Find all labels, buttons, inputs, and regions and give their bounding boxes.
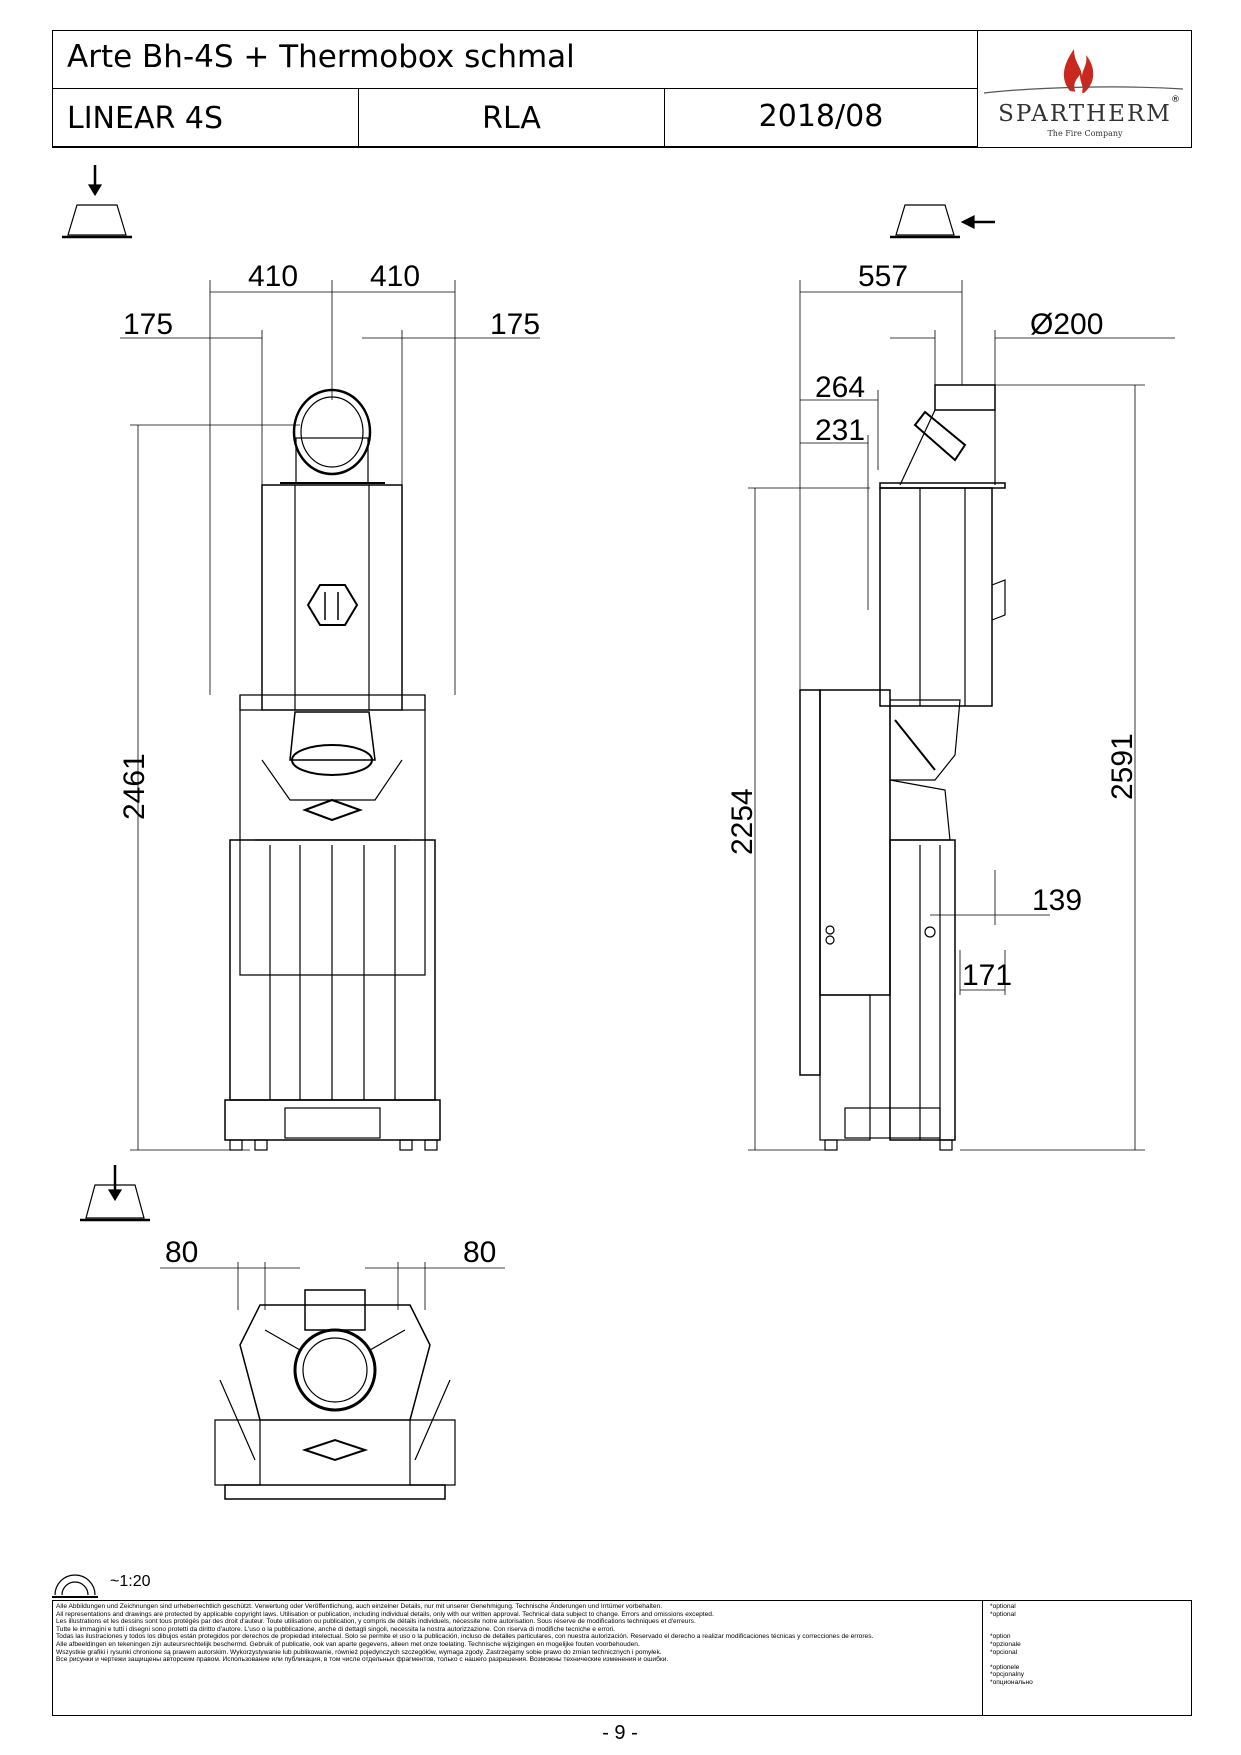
- brand-logo: SPARTHERM ® The Fire Company: [978, 31, 1191, 147]
- registered-mark: ®: [1171, 95, 1180, 105]
- scale-value: ~1:20: [110, 1573, 151, 1590]
- dim-side-2591: 2591: [1106, 733, 1139, 800]
- variant-code: RLA: [359, 89, 665, 147]
- side-view: [748, 280, 1175, 1151]
- dim-front-side-right: 175: [490, 308, 540, 341]
- flame-icon: [983, 49, 1184, 94]
- top-view-arrow-icon: [80, 1165, 150, 1222]
- dim-side-171: 171: [962, 959, 1012, 992]
- dim-front-top-left: 410: [248, 260, 298, 293]
- revision-date: 2018/08: [665, 89, 978, 147]
- note-item: [990, 1618, 1190, 1626]
- disclaimer-line-it: Tutte le immagini e tutti i disegni sono…: [56, 1625, 616, 1633]
- note-item: [990, 1626, 1190, 1634]
- copyright-disclaimer: Alle Abbildungen und Zeichnungen sind ur…: [52, 1600, 1192, 1716]
- dim-front-top-right: 410: [370, 260, 420, 293]
- scale-icon: [52, 1574, 98, 1598]
- disclaimer-line-es: Todas las ilustraciones y todos los dibu…: [56, 1633, 874, 1641]
- note-item: *option: [990, 1633, 1011, 1641]
- brand-name: SPARTHERM: [998, 101, 1172, 127]
- note-item: *optional: [990, 1603, 1016, 1610]
- note-item: *optional: [990, 1610, 1016, 1618]
- disclaimer-notes: *optional *optional *option *opzionale *…: [987, 1601, 1193, 1689]
- dim-side-flue-diameter: Ø200: [1030, 308, 1103, 341]
- disclaimer-line-ru: Все рисунки и чертежи защищены авторским…: [56, 1656, 669, 1664]
- note-item: *optionele: [990, 1663, 1020, 1671]
- dim-top-left: 80: [165, 1236, 198, 1269]
- front-view: [120, 280, 540, 1151]
- disclaimer-text: Alle Abbildungen und Zeichnungen sind ur…: [53, 1601, 983, 1715]
- dim-side-depth: 557: [858, 260, 908, 293]
- page-number: - 9 -: [602, 1722, 638, 1744]
- title-block: Arte Bh-4S + Thermobox schmal LINEAR 4S …: [52, 30, 1192, 148]
- dim-side-231: 231: [815, 414, 865, 447]
- front-view-arrow-icon: [62, 165, 132, 239]
- disclaimer-line-pl: Wszystkie grafiki i rysunki chronione są…: [56, 1648, 662, 1656]
- dim-side-139: 139: [1032, 884, 1082, 917]
- dim-side-264: 264: [815, 371, 865, 404]
- disclaimer-line-de: Alle Abbildungen und Zeichnungen sind ur…: [56, 1603, 663, 1610]
- side-view-arrow-icon: [890, 204, 995, 239]
- dim-front-height: 2461: [118, 753, 151, 820]
- brand-tagline: The Fire Company: [1047, 129, 1123, 138]
- model-name: LINEAR 4S: [53, 89, 359, 147]
- note-item: [990, 1656, 1190, 1664]
- disclaimer-line-nl: Alle afbeeldingen en tekeningen zijn aut…: [56, 1640, 640, 1648]
- note-item: *opzionale: [990, 1640, 1021, 1648]
- dim-side-2254: 2254: [726, 788, 759, 855]
- disclaimer-line-en: All representations and drawings are pro…: [56, 1610, 714, 1618]
- disclaimer-line-fr: Les illustrations et les dessins sont to…: [56, 1618, 696, 1626]
- dim-top-right: 80: [463, 1236, 496, 1269]
- drawing-title: Arte Bh-4S + Thermobox schmal: [53, 31, 978, 89]
- scale-label: ~1:20: [53, 1570, 253, 1600]
- note-item: *опционально: [990, 1678, 1033, 1686]
- top-view: [160, 1262, 505, 1500]
- dim-front-side-left: 175: [123, 308, 173, 341]
- note-item: *opcjonalny: [990, 1671, 1025, 1679]
- note-item: *opcional: [990, 1648, 1018, 1656]
